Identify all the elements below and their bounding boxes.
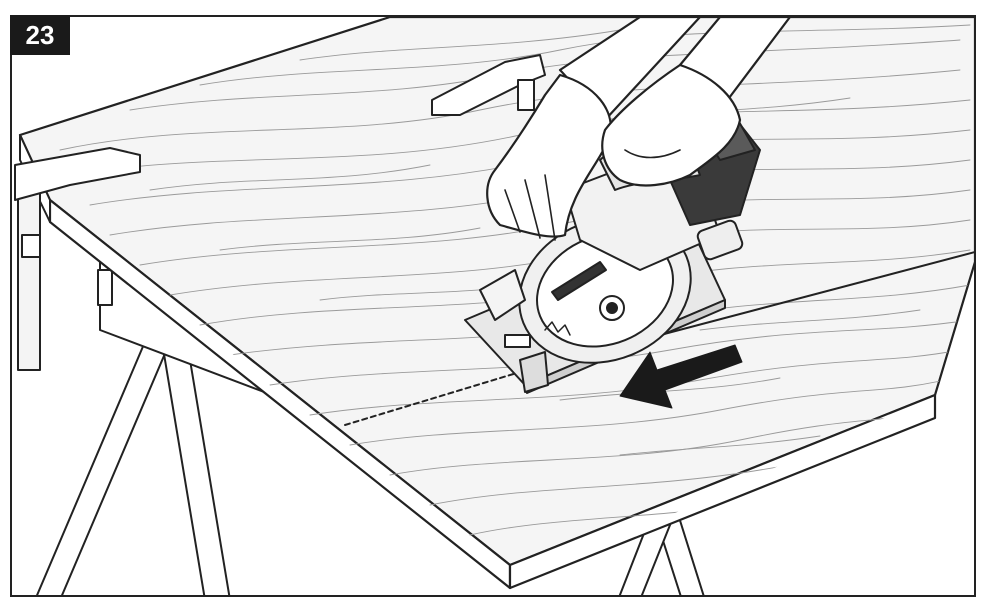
clamp-icon [14,54,546,371]
step-number-badge: 23 [10,15,70,55]
direction-arrow-icon [619,344,743,409]
gloved-hands-icon [486,17,792,241]
